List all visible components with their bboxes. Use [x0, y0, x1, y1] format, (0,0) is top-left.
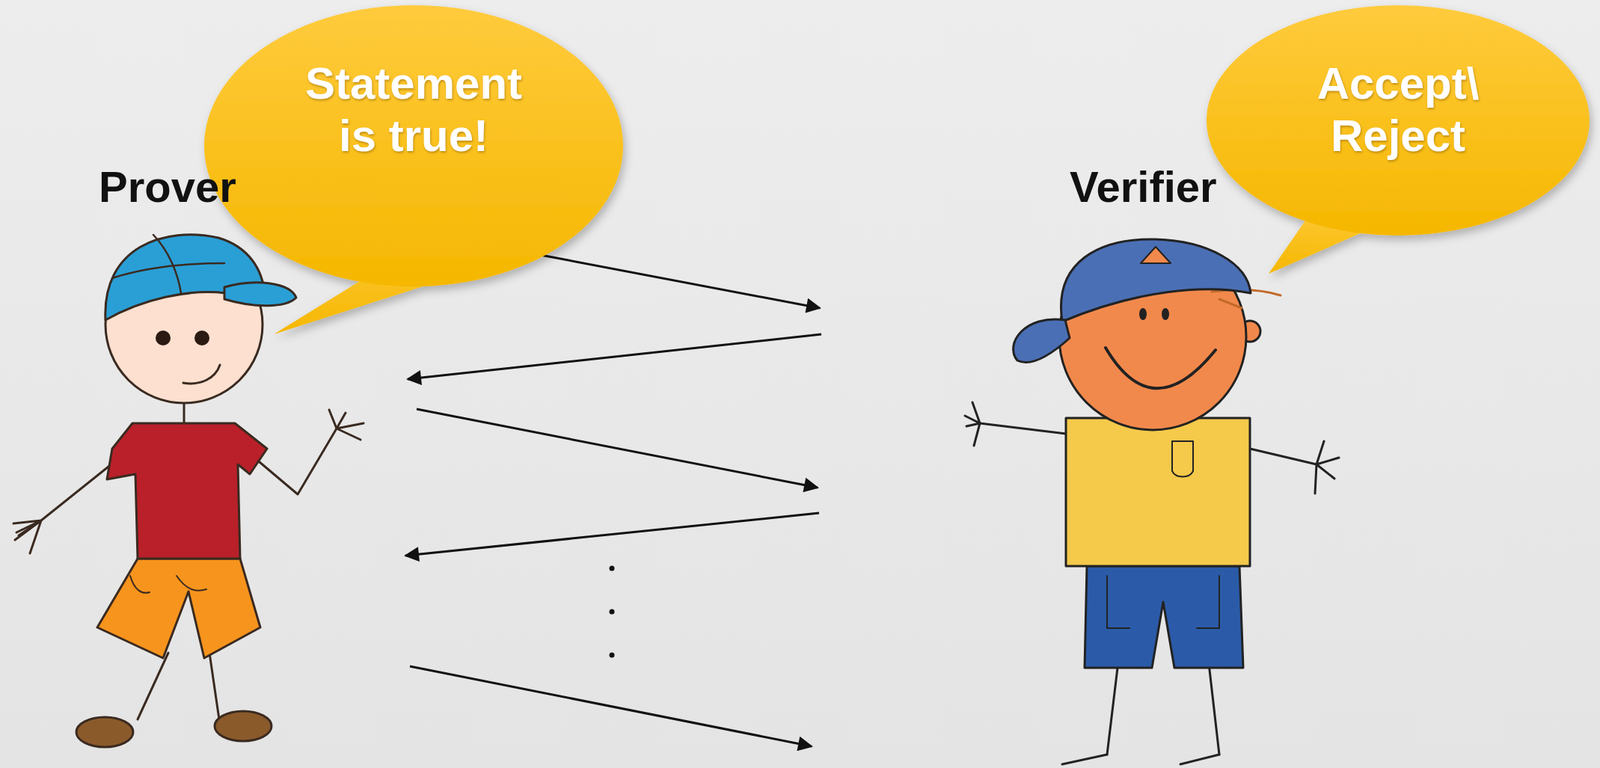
bubble-shape [1206, 5, 1590, 274]
cap [105, 234, 265, 321]
bubble-text-box: Accept\ Reject [1206, 5, 1590, 236]
mouth [183, 365, 220, 384]
shorts [97, 558, 261, 659]
eye [1161, 308, 1170, 321]
ellipsis-dots [609, 566, 615, 659]
pocket [1107, 575, 1220, 629]
bubble-body [204, 5, 624, 287]
bubble-body [1206, 5, 1590, 236]
pocket [130, 575, 207, 594]
neck [183, 401, 186, 424]
leg [209, 653, 220, 720]
bubble-text: Statement is true! [286, 57, 541, 163]
eye [155, 330, 171, 346]
message-arrow [405, 513, 820, 556]
role-label: Prover [98, 163, 237, 211]
shoe [214, 711, 272, 742]
arm [979, 423, 1066, 434]
shirt-pocket [1172, 441, 1194, 478]
message-arrows [405, 255, 822, 747]
arm [254, 428, 337, 495]
shirt [1065, 418, 1250, 567]
message-arrow [407, 334, 822, 380]
hand [13, 520, 42, 554]
bubble-shape [204, 5, 624, 335]
eye [194, 330, 210, 346]
message-arrow [416, 409, 818, 488]
hand [329, 409, 364, 440]
dot [609, 566, 615, 572]
shorts [1084, 566, 1244, 668]
bubble-text: Accept\ Reject [1289, 57, 1507, 163]
verifier-figure [964, 239, 1339, 765]
cap [1061, 239, 1251, 322]
leg [1208, 663, 1220, 755]
dot [609, 609, 615, 615]
cap-brim [224, 282, 297, 306]
cap-brim [1013, 319, 1070, 363]
hand [964, 402, 980, 446]
speech-bubble: Statement is true! [204, 5, 624, 287]
shirt [106, 423, 268, 559]
hand [1315, 441, 1339, 494]
foot [1062, 754, 1108, 765]
eye [1139, 308, 1147, 321]
mouth [1105, 347, 1216, 389]
speech-bubble: Accept\ Reject [1206, 5, 1590, 236]
bubble-text-box: Statement is true! [204, 5, 624, 287]
leg [1107, 667, 1118, 755]
arm [1249, 448, 1317, 465]
message-arrow [409, 666, 812, 747]
cap-opening [1140, 246, 1171, 264]
message-arrow [540, 255, 820, 309]
leg [137, 653, 169, 720]
shoe [76, 717, 134, 748]
dot [609, 653, 615, 659]
role-label: Verifier [1069, 163, 1218, 211]
cap-seam [112, 234, 225, 294]
foot [1180, 754, 1220, 765]
